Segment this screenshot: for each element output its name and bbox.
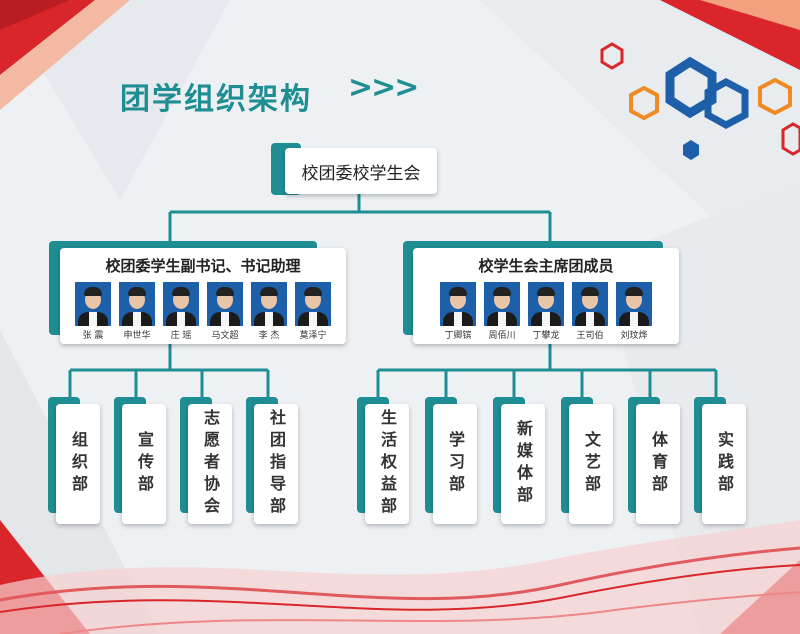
- page-title: 团学组织架构: [120, 82, 312, 117]
- member-card: 申世华: [119, 282, 155, 341]
- dept-label: 实践部: [715, 431, 734, 497]
- dept-label: 文艺部: [582, 431, 601, 497]
- member-name: 马文超: [211, 331, 239, 341]
- member-name: 李 杰: [258, 331, 280, 341]
- group-left: 校团委学生副书记、书记助理 张 震 申世华 庄 瑶 马文超 李 杰 莫泽宁: [60, 248, 346, 344]
- member-name: 王司伯: [576, 331, 604, 341]
- root-node: 校团委校学生会: [285, 148, 437, 194]
- member-card: 王司伯: [572, 282, 608, 341]
- dept-label: 宣传部: [135, 431, 154, 497]
- member-card: 刘玟烨: [616, 282, 652, 341]
- portrait-photo: [295, 282, 331, 326]
- member-card: 丁攀龙: [528, 282, 564, 341]
- portrait-photo: [616, 282, 652, 326]
- dept-label: 体育部: [649, 431, 668, 497]
- portrait-photo: [572, 282, 608, 326]
- member-card: 张 震: [75, 282, 111, 341]
- dept-right-3: 文艺部: [569, 404, 613, 524]
- connector-lines: [68, 194, 718, 404]
- portrait-photo: [484, 282, 520, 326]
- portrait-photo: [528, 282, 564, 326]
- dept-left-2: 志愿者协会: [188, 404, 232, 524]
- dept-label: 社团指导部: [267, 409, 286, 519]
- dept-right-0: 生活权益部: [365, 404, 409, 524]
- member-name: 刘玟烨: [620, 331, 648, 341]
- member-name: 庄 瑶: [170, 331, 192, 341]
- portrait-photo: [163, 282, 199, 326]
- portrait-photo: [251, 282, 287, 326]
- dept-left-1: 宣传部: [122, 404, 166, 524]
- dept-label: 志愿者协会: [201, 409, 220, 519]
- dept-label: 组织部: [69, 431, 88, 497]
- dept-label: 新媒体部: [514, 420, 533, 508]
- root-node-label: 校团委校学生会: [301, 163, 421, 184]
- group-right-title: 校学生会主席团成员: [478, 257, 614, 275]
- portrait-photo: [440, 282, 476, 326]
- member-card: 丁卿镔: [440, 282, 476, 341]
- dept-right-4: 体育部: [636, 404, 680, 524]
- member-name: 张 震: [82, 331, 104, 341]
- chevron-arrows-icon: >>>: [348, 70, 419, 105]
- member-card: 周佰川: [484, 282, 520, 341]
- group-right-members: 丁卿镔 周佰川 丁攀龙 王司伯 刘玟烨: [413, 282, 679, 341]
- dept-left-3: 社团指导部: [254, 404, 298, 524]
- dept-label: 学习部: [446, 431, 465, 497]
- group-right: 校学生会主席团成员 丁卿镔 周佰川 丁攀龙 王司伯 刘玟烨: [413, 248, 679, 344]
- dept-right-5: 实践部: [702, 404, 746, 524]
- member-name: 丁攀龙: [532, 331, 560, 341]
- member-name: 莫泽宁: [299, 331, 327, 341]
- member-card: 马文超: [207, 282, 243, 341]
- member-card: 莫泽宁: [295, 282, 331, 341]
- group-left-members: 张 震 申世华 庄 瑶 马文超 李 杰 莫泽宁: [60, 282, 346, 341]
- dept-left-0: 组织部: [56, 404, 100, 524]
- dept-right-2: 新媒体部: [501, 404, 545, 524]
- member-card: 庄 瑶: [163, 282, 199, 341]
- dept-right-1: 学习部: [433, 404, 477, 524]
- member-name: 周佰川: [488, 331, 516, 341]
- portrait-photo: [75, 282, 111, 326]
- member-card: 李 杰: [251, 282, 287, 341]
- portrait-photo: [119, 282, 155, 326]
- group-left-title: 校团委学生副书记、书记助理: [105, 257, 301, 275]
- portrait-photo: [207, 282, 243, 326]
- dept-label: 生活权益部: [378, 409, 397, 519]
- member-name: 丁卿镔: [444, 331, 472, 341]
- member-name: 申世华: [123, 331, 151, 341]
